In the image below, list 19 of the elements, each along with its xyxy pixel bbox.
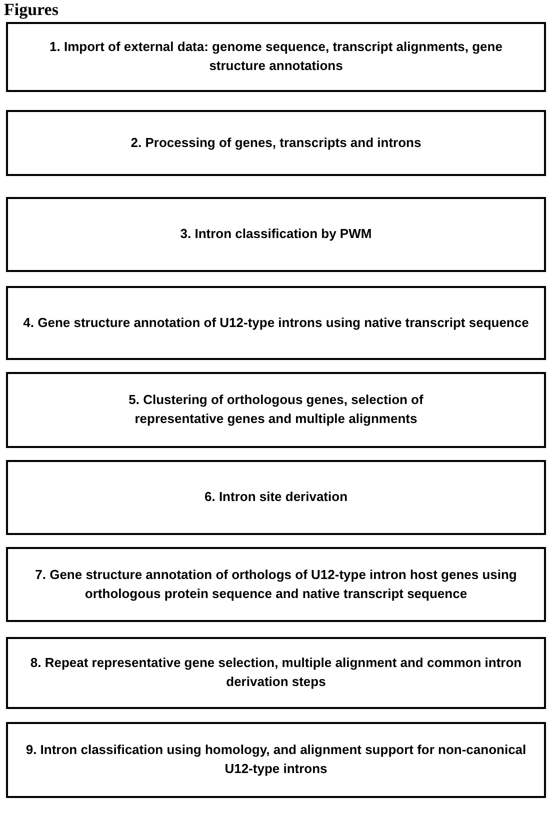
step-text: 4. Gene structure annotation of U12-type introns using native transcript sequence	[22, 314, 530, 332]
step-text: 2. Processing of genes, transcripts and introns	[130, 134, 422, 152]
figure-title: Figures	[4, 0, 58, 20]
step-text: 3. Intron classification by PWM	[179, 225, 373, 244]
process-box	[6, 637, 546, 709]
process-box	[6, 460, 546, 535]
step-text: 1. Import of external data: genome sequence, transcript alignments, gene structure annotations	[48, 38, 504, 75]
process-box	[6, 286, 546, 360]
step-text: 6. Intron site derivation	[203, 488, 349, 506]
process-box	[6, 110, 546, 176]
process-box	[6, 372, 546, 448]
process-box	[6, 197, 546, 272]
step-text: 9. Intron classification using homology, and alignment support for non-canonical U12-type introns	[24, 741, 528, 778]
process-box	[6, 547, 546, 622]
step-text: 7. Gene structure annotation of orthologs of U12-type intron host genes using orthologous protein sequence and native transcript sequence	[34, 566, 518, 603]
step-text: 5. Clustering of orthologous genes, selection of representative genes and multiple alignments	[128, 391, 424, 428]
process-box	[6, 722, 546, 798]
process-box	[6, 22, 546, 92]
step-text: 8. Repeat representative gene selection, multiple alignment and common intron derivation steps	[29, 654, 523, 691]
